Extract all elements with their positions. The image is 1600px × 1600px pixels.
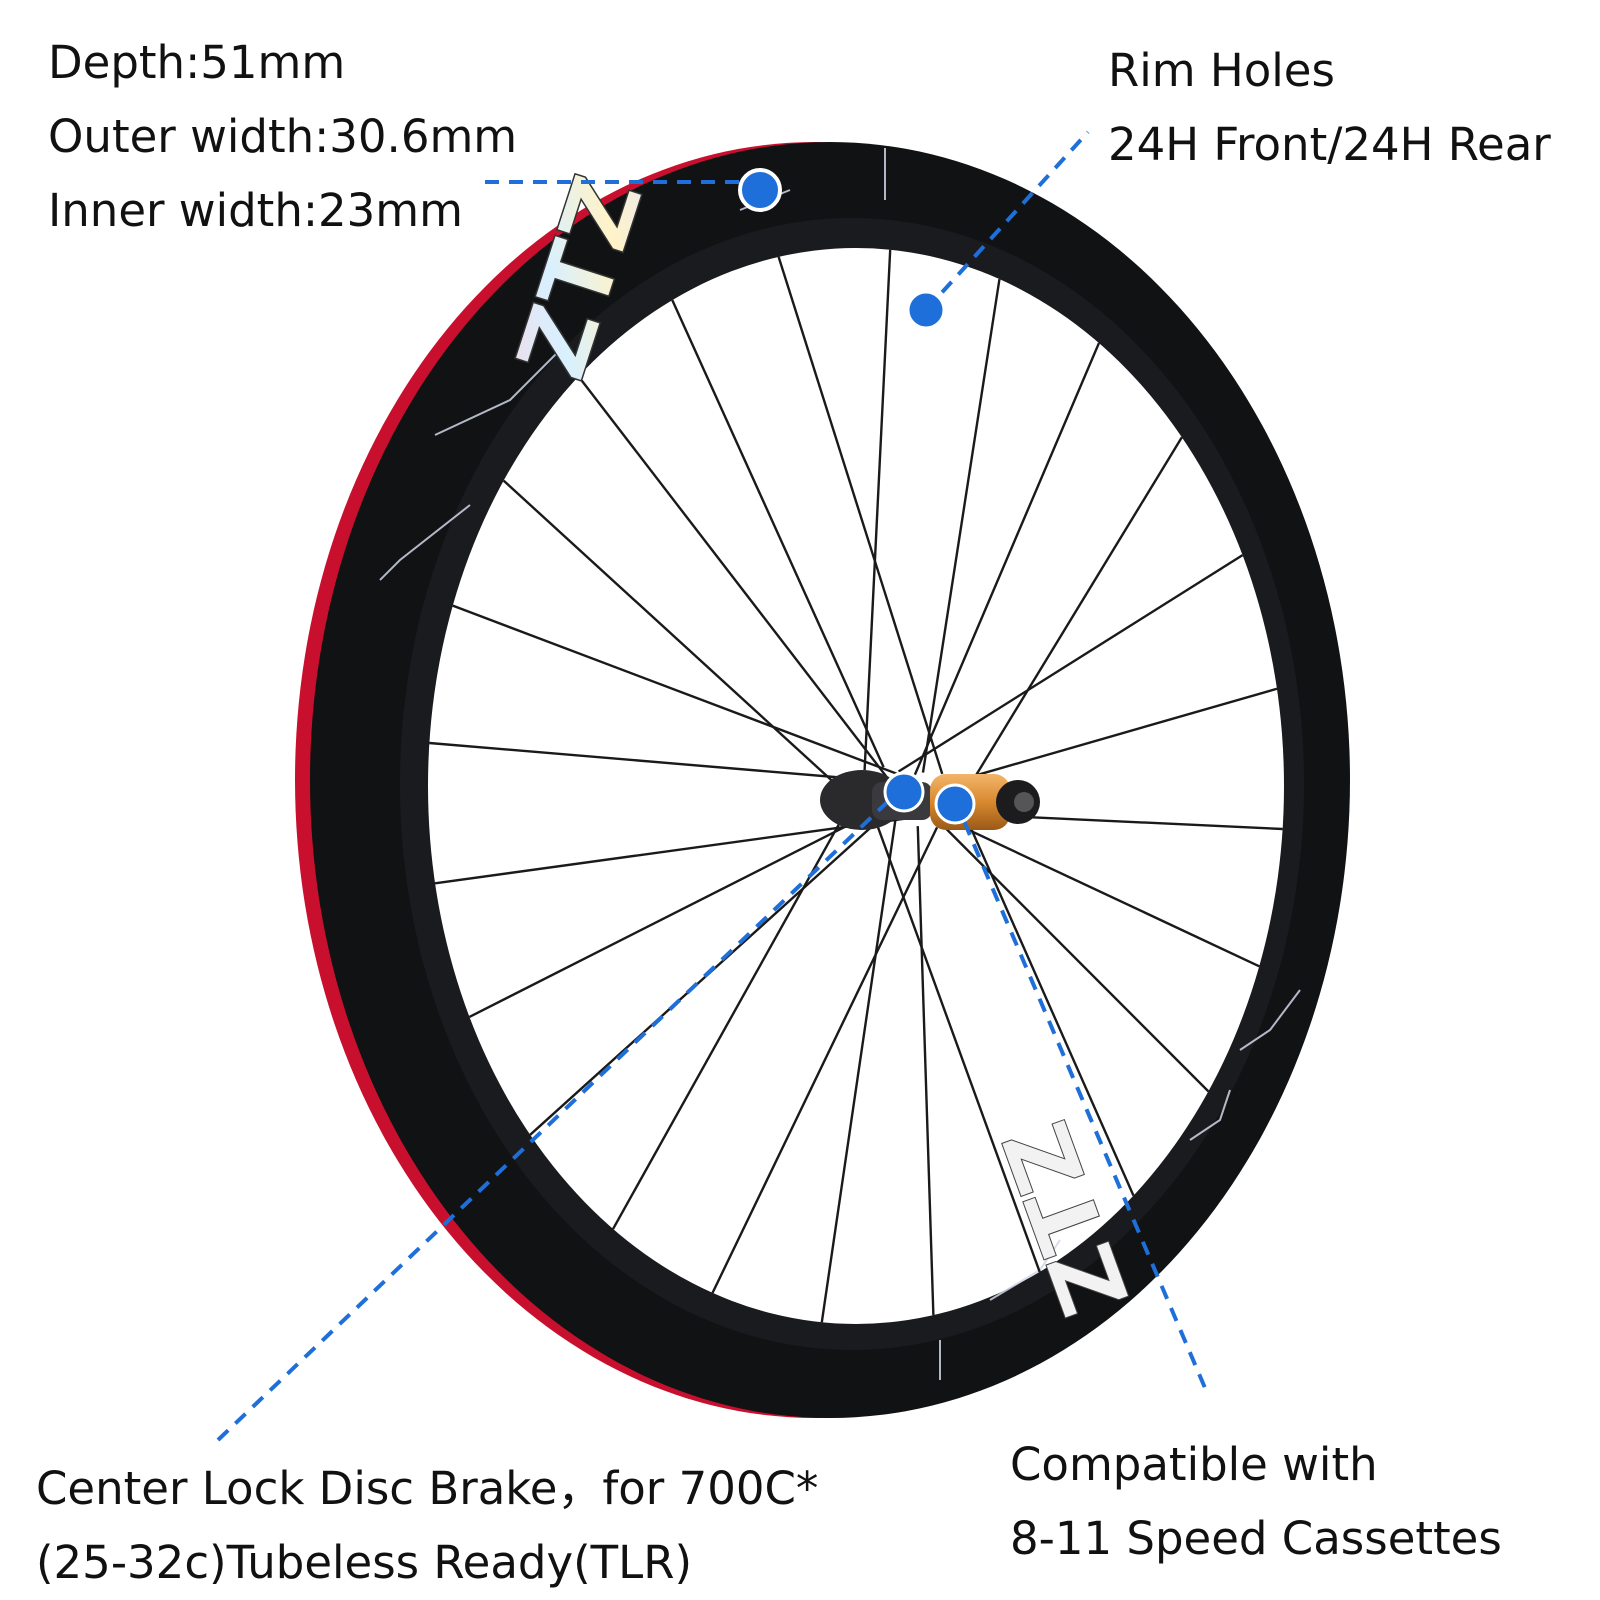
spoke [711, 826, 939, 1294]
spec-outer-width: Outer width:30.6mm [48, 110, 518, 163]
spoke [820, 819, 897, 1323]
spoke [916, 826, 935, 1316]
callout-dot-cassette [934, 783, 976, 825]
cassette-line-1: Compatible with [1010, 1438, 1378, 1491]
brake-line-1: Center Lock Disc Brake，for 700C* [36, 1462, 819, 1515]
spoke [863, 249, 892, 771]
spoke [909, 342, 1101, 785]
callout-lines [216, 130, 1210, 1442]
brake-line-2: (25-32c)Tubeless Ready(TLR) [36, 1536, 693, 1589]
spoke [954, 687, 1278, 783]
spoke [468, 817, 862, 1018]
spoke [429, 741, 853, 780]
spoke [913, 795, 1210, 1093]
spoke [961, 808, 1135, 1197]
hub-axle [1014, 792, 1034, 812]
spec-inner-width: Inner width:23mm [48, 184, 463, 237]
brake-callout: Center Lock Disc Brake，for 700C* (25-32c… [36, 1452, 818, 1600]
rim-holes-callout: Rim Holes 24H Front/24H Rear [1108, 34, 1551, 182]
callout-dots [738, 168, 976, 825]
spoke [777, 256, 944, 775]
callout-line-cassette [953, 799, 1210, 1396]
callout-line-brake [216, 788, 902, 1442]
spec-callout: Depth:51mm Outer width:30.6mm Inner widt… [48, 26, 517, 248]
rim-graphics [379, 148, 1301, 1380]
callout-dot-spec [738, 168, 782, 212]
spoke [962, 436, 1183, 797]
cassette-callout: Compatible with 8-11 Speed Cassettes [1010, 1428, 1502, 1576]
callout-dot-brake [883, 771, 925, 813]
cassette-line-2: 8-11 Speed Cassettes [1010, 1512, 1502, 1565]
rim-holes-count: 24H Front/24H Rear [1108, 118, 1551, 171]
callout-line-holes [924, 130, 1090, 312]
logo-top: ZTZ [495, 163, 665, 392]
callout-dot-holes [906, 290, 946, 330]
spoke [452, 604, 910, 780]
spoke [434, 817, 905, 885]
spec-depth: Depth:51mm [48, 36, 346, 89]
spoke [577, 375, 899, 793]
spoke [921, 278, 1001, 773]
rim-holes-title: Rim Holes [1108, 44, 1335, 97]
spoke [671, 299, 885, 768]
spoke [897, 554, 1244, 773]
spoke [502, 479, 847, 795]
spoke [950, 820, 1260, 968]
